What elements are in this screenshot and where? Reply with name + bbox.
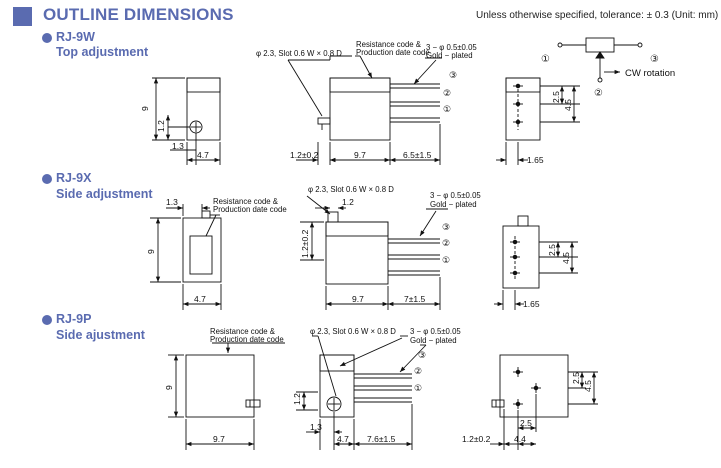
rj9p-left-view (168, 342, 285, 450)
rj9p-dim-pitch: 2.5 (571, 372, 581, 384)
rj9w-dim-width: 9.7 (354, 150, 366, 160)
rj9x-dim-width: 9.7 (352, 294, 364, 304)
rj9x-dim-depth: 4.7 (194, 294, 206, 304)
bullet-icon (42, 33, 52, 43)
rj9x-dim-knob-margin: 1.3 (166, 197, 178, 207)
rj9w-dim-pitch: 2.5 (551, 91, 561, 103)
rj9x-pins-note: 3 − φ 0.5±0.05 (430, 191, 481, 200)
rj9x-dim-knob-offset: 1.2 (342, 197, 354, 207)
rj9w-pins-note-2: Gold − plated (426, 51, 473, 60)
rj9x-pin-3: ③ (442, 222, 450, 232)
model-name-rj9x: RJ-9X (56, 171, 92, 185)
rj9w-dim-standoff: 1.65 (527, 155, 544, 165)
model-subtitle-rj9x: Side adjustment (56, 187, 153, 201)
rj9w-slot-note: φ 2.3, Slot 0.6 W × 0.8 D (256, 49, 342, 58)
rj9p-dim-pin-length: 7.6±1.5 (367, 434, 396, 444)
rj9w-dim-span: 4.5 (563, 99, 573, 111)
rj9x-pin-2: ② (442, 238, 450, 248)
rj9p-dim-offset: 1.2±0.2 (462, 434, 491, 444)
rj9w-front-view (287, 55, 442, 165)
rj9x-left-view (150, 204, 222, 310)
rj9x-marking-note: Resistance code & (213, 197, 279, 206)
bullet-icon (42, 174, 52, 184)
rj9x-front-view (300, 195, 448, 310)
rj9p-slot-note: φ 2.3, Slot 0.6 W × 0.8 D (310, 327, 396, 336)
rj9w-dim-pin-length: 6.5±1.5 (403, 150, 432, 160)
model-name-rj9w: RJ-9W (56, 30, 95, 44)
rj9p-dim-depth: 4.7 (337, 434, 349, 444)
rj9w-dim-knob-offset: 1.2 (156, 120, 166, 132)
rj9w-pins-note: 3 − φ 0.5±0.05 (426, 43, 477, 52)
rj9p-pins-note-2: Gold − plated (410, 336, 457, 345)
rj9x-pin-1: ① (442, 255, 450, 265)
rj9x-dim-height: 9 (146, 249, 156, 254)
rj9p-pin-3: ③ (418, 350, 426, 360)
rj9x-slot-note: φ 2.3, Slot 0.6 W × 0.8 D (308, 185, 394, 194)
rj9x-dim-standoff: 1.65 (523, 299, 540, 309)
rj9w-dim-knob-margin: 1.3 (172, 141, 184, 151)
rj9p-dim-height: 9 (164, 385, 174, 390)
title-square-icon (13, 7, 32, 26)
cw-rotation-label: CW rotation (625, 68, 675, 79)
rj9x-marking-note-2: Production date code (213, 205, 287, 214)
rj9x-pins-note-2: Gold − plated (430, 200, 477, 209)
page-title: OUTLINE DIMENSIONS (43, 5, 234, 24)
rj9p-front-view (296, 335, 427, 450)
rj9p-dim-span: 4.5 (583, 380, 593, 392)
model-subtitle-rj9p: Side ajustment (56, 328, 145, 342)
rj9w-left-view (152, 77, 221, 165)
rj9w-pin-3: ③ (449, 70, 457, 80)
rj9p-side-view (490, 354, 598, 450)
model-name-rj9p: RJ-9P (56, 312, 92, 326)
circuit-pin-1: ① (541, 54, 550, 65)
rj9w-side-view (496, 77, 580, 165)
circuit-symbol (557, 37, 643, 83)
rj9p-dim-width: 9.7 (213, 434, 225, 444)
rj9x-dim-pitch: 2.5 (547, 244, 557, 256)
rj9x-side-view (494, 215, 578, 310)
tolerance-note: Unless otherwise specified, tolerance: ±… (476, 10, 719, 21)
circuit-pin-2: ② (594, 88, 603, 99)
rj9x-dim-offset: 1.2±0.2 (300, 229, 310, 258)
model-subtitle-rj9w: Top adjustment (56, 45, 149, 59)
circuit-pin-3: ③ (650, 54, 659, 65)
rj9w-marking-note: Resistance code & (356, 40, 422, 49)
rj9w-pin-2: ② (443, 88, 451, 98)
bullet-icon (42, 315, 52, 325)
rj9p-dim-knob-offset: 1.2 (292, 393, 302, 405)
rj9p-marking-note: Resistance code & (210, 327, 276, 336)
rj9x-dim-pin-length: 7±1.5 (404, 294, 425, 304)
rj9p-pins-note: 3 − φ 0.5±0.05 (410, 327, 461, 336)
rj9x-dim-span: 4.5 (561, 252, 571, 264)
rj9p-pin-1: ① (414, 383, 422, 393)
rj9p-marking-note-2: Production date code (210, 335, 284, 344)
rj9w-marking-note-2: Production date code (356, 48, 430, 57)
rj9w-dim-depth: 4.7 (197, 150, 209, 160)
rj9w-pin-1: ① (443, 104, 451, 114)
rj9w-dim-height: 9 (140, 106, 150, 111)
rj9p-dim-pitch-b: 2.5 (520, 418, 532, 428)
rj9p-pin-2: ② (414, 366, 422, 376)
rj9p-dim-knob-margin: 1.3 (310, 422, 322, 432)
rj9w-dim-offset: 1.2±0.2 (290, 150, 319, 160)
rj9p-dim-standoff: 4.4 (514, 434, 526, 444)
